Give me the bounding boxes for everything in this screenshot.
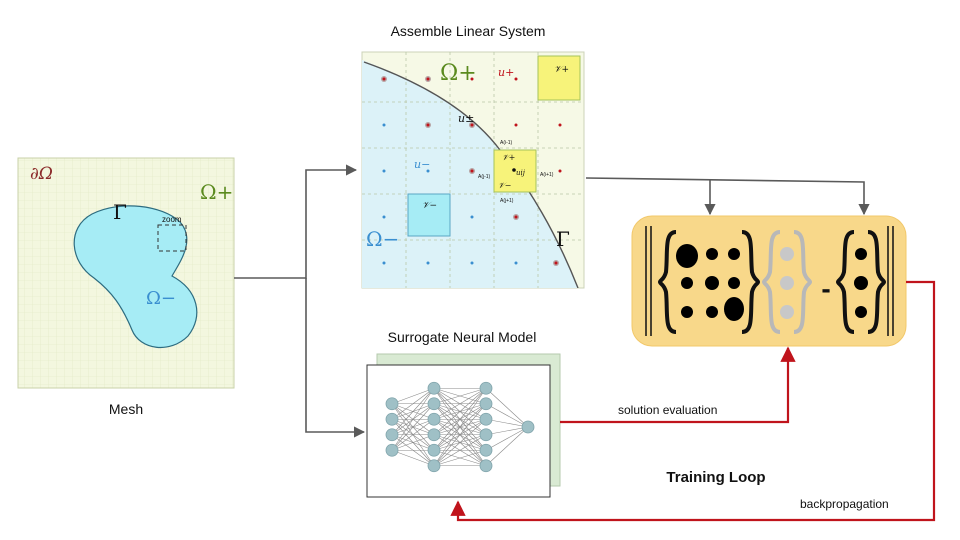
ls-omega-minus: Ω− (366, 227, 399, 251)
nn-connection (433, 449, 487, 467)
nn-node-layer-2 (479, 443, 493, 457)
nn-node-layer-0 (385, 443, 399, 457)
ls-center-plus-label: 𝒱+ (502, 153, 515, 162)
solution-entries (780, 247, 794, 319)
zoom-box (157, 224, 187, 252)
ls-omega-plus: Ω+ (440, 61, 477, 86)
ls-u-minus: u− (414, 158, 430, 171)
nn-connection (433, 387, 487, 420)
cell-plus-highlight (537, 55, 581, 101)
nn-connection (391, 449, 435, 467)
nn-node-layer-1 (427, 443, 441, 457)
norm-bars (645, 226, 894, 336)
nn-node-layer-1 (427, 412, 441, 426)
nn-connection (485, 388, 529, 428)
nn-node-layer-3 (521, 420, 535, 434)
nn-node-layer-0 (385, 412, 399, 426)
nn-node-layer-2 (479, 381, 493, 395)
inner-domain-label: Ω− (146, 288, 176, 309)
nn-connection (433, 388, 487, 435)
ls-u-plus: u+ (498, 66, 514, 79)
rhs-entries (854, 248, 868, 318)
gray-arrows (234, 164, 870, 438)
rhs-braces (835, 230, 887, 334)
mesh-panel: ∂Ω Ω+ Γ zoom Ω− (17, 157, 235, 389)
nn-connection (433, 434, 487, 467)
nn-connection (485, 426, 529, 436)
nn-connection (391, 388, 435, 420)
nn-connection (485, 403, 529, 428)
loss-minus-sign: - (821, 273, 830, 304)
mesh-caption: Mesh (109, 401, 143, 417)
nn-connection (433, 388, 487, 451)
arrow-mesh-to-surrogate (305, 278, 366, 438)
nn-node-layer-2 (479, 397, 493, 411)
matrix-braces (657, 230, 761, 334)
ls-u-center: uij (516, 169, 526, 177)
ls-cell-plus-label: 𝒱+ (554, 65, 569, 75)
nn-connection (391, 419, 435, 451)
nn-node-layer-2 (479, 428, 493, 442)
zoom-label: zoom (162, 215, 182, 224)
arrow-mesh-to-linear-system (234, 164, 358, 279)
nn-connection (391, 387, 435, 405)
nn-node-layer-2 (479, 412, 493, 426)
cell-minus-highlight (407, 193, 451, 237)
nn-node-layer-0 (385, 428, 399, 442)
solution-braces (761, 230, 813, 334)
surrogate-title: Surrogate Neural Model (388, 329, 537, 345)
nn-node-layer-1 (427, 397, 441, 411)
nn-connection (433, 388, 487, 466)
red-arrows (450, 280, 936, 522)
nn-node-layer-2 (479, 459, 493, 473)
arrow-system-to-rhs (585, 177, 870, 216)
ls-small-label-2: A(i+1) (540, 172, 554, 178)
outer-domain-label: Ω+ (200, 180, 233, 204)
nn-connection (391, 388, 435, 435)
nn-connection (391, 388, 435, 451)
grid-nodes (381, 76, 562, 266)
nn-connection (391, 434, 435, 451)
nn-connection (485, 418, 529, 428)
ls-center-minus-label: 𝒱− (498, 181, 511, 190)
boundary-label: ∂Ω (30, 164, 53, 184)
ls-small-label-3: A(j-1) (478, 174, 491, 180)
nn-connection (485, 426, 529, 451)
training-loop-label: Training Loop (666, 469, 765, 486)
nn-connection (485, 426, 529, 466)
arrow-solution-evaluation (560, 346, 796, 424)
grid-lines (362, 52, 584, 288)
neural-network (385, 381, 535, 473)
ls-small-label-1: A(i-1) (500, 140, 513, 146)
nn-node-layer-0 (385, 397, 399, 411)
nn-node-layer-1 (427, 428, 441, 442)
arrow-backpropagation (450, 280, 936, 522)
ls-u-pm: u± (458, 112, 474, 125)
nn-connection (391, 403, 435, 451)
linear-system-title: Assemble Linear System (391, 23, 546, 39)
linear-system-panel: Ω+ u+ 𝒱+ u± u− 𝒱+ uij 𝒱− 𝒱− A(i-1) A(i+1… (361, 51, 585, 289)
nn-node-layer-1 (427, 381, 441, 395)
nn-connection (433, 403, 487, 466)
solution-evaluation-label: solution evaluation (618, 403, 717, 417)
loss-panel: - (631, 215, 907, 347)
backpropagation-label: backpropagation (800, 497, 889, 511)
ls-gamma: Γ (556, 227, 570, 251)
nn-connection (433, 419, 487, 466)
inner-domain-shape (73, 205, 198, 349)
interface-label: Γ (113, 200, 127, 224)
nn-connection (433, 387, 487, 405)
matrix-entries (676, 244, 744, 321)
nn-node-layer-1 (427, 459, 441, 473)
ls-small-label-4: A(j+1) (500, 198, 514, 204)
ls-cell-minus-label: 𝒱− (422, 201, 437, 211)
